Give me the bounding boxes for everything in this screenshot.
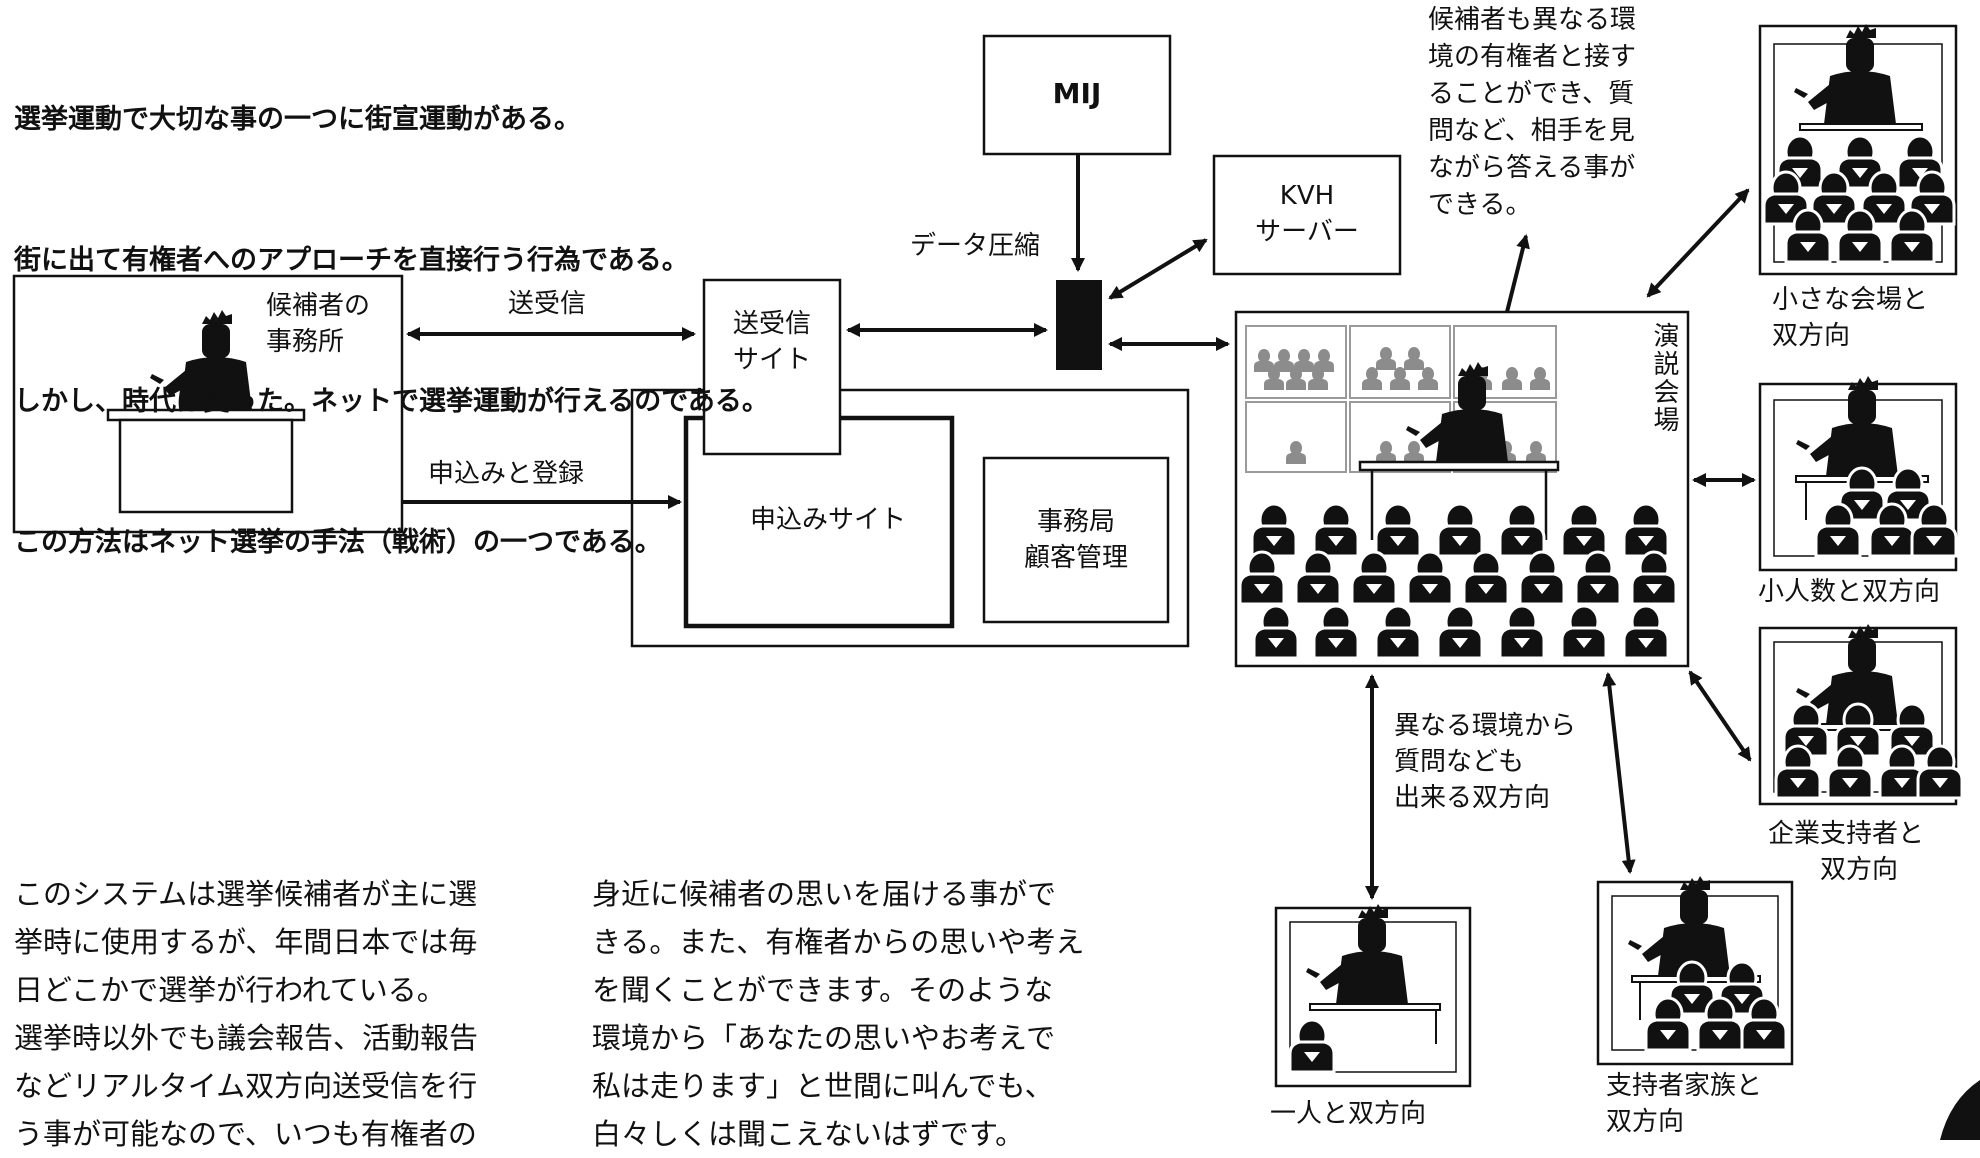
corporate-label: 企業支持者と 双方向 — [1768, 819, 1925, 885]
venue-corp-arrow — [1688, 670, 1752, 762]
small-venue-label: 小さな会場と 双方向 — [1772, 285, 1929, 351]
send-site-label: 送受信 サイト — [732, 309, 811, 375]
few-people-label: 小人数と双方向 — [1758, 577, 1941, 607]
small-venue-panel — [1758, 24, 1958, 276]
venue-family-arrow — [1602, 672, 1636, 874]
send-receive-arrow-label: 送受信 — [508, 289, 587, 319]
intro-line: しかし、時代は変った。ネットで選挙運動が行えるのである。 — [14, 386, 769, 417]
mij-label: MIJ — [1052, 77, 1102, 110]
candidate-speaker-icon — [106, 310, 306, 514]
candidate-office-box — [12, 274, 404, 534]
one-person-label: 一人と双方向 — [1270, 1099, 1427, 1129]
kvh-label: KVH サーバー — [1255, 181, 1359, 247]
body-text-right: 身近に候補者の思いを届ける事がで きる。また、有権者からの思いや考え を聞くこと… — [592, 877, 1085, 1151]
apply-site-label: 申込みサイト — [750, 505, 907, 535]
compression-hub — [1056, 280, 1102, 370]
question-label: 異なる環境から 質問なども 出来る双方向 — [1394, 711, 1577, 813]
venue-label: 演説会場 — [1649, 322, 1679, 434]
corporate-panel — [1758, 624, 1964, 806]
family-panel — [1596, 876, 1794, 1066]
corner-brush-mark — [1940, 1080, 1980, 1140]
intro-line: 選挙運動で大切な事の一つに街宣運動がある。 — [14, 104, 581, 135]
one-person-panel — [1274, 904, 1472, 1088]
intro-line: この方法はネット選挙の手法（戦術）の一つである。 — [14, 527, 662, 558]
apply-arrow-label: 申込みと登録 — [428, 459, 585, 489]
send-site-box — [702, 278, 842, 456]
secretariat-box — [982, 456, 1170, 624]
family-label: 支持者家族と 双方向 — [1606, 1071, 1763, 1137]
body-text-left: このシステムは選挙候補者が主に選 挙時に使用するが、年間日本では毎 日どこかで選… — [14, 877, 479, 1151]
intro-line: 街に出て有権者へのアプローチを直接行う行為である。 — [14, 245, 689, 276]
data-compression-label: データ圧縮 — [910, 231, 1041, 261]
venue-small-arrow — [1646, 188, 1750, 298]
office-label: 候補者の 事務所 — [266, 291, 371, 357]
hub-kvh-arrow — [1108, 238, 1208, 300]
few-people-panel — [1758, 376, 1958, 572]
main-venue — [1234, 310, 1690, 668]
mij-box — [982, 34, 1172, 156]
intro-text: 選挙運動で大切な事の一つに街宣運動がある。 街に出て有権者へのアプローチを直接行… — [14, 2, 769, 613]
candidate-note: 候補者も異なる環 境の有権者と接す ることができ、質 問など、相手を見 ながら答… — [1428, 5, 1637, 220]
flow-arrows — [402, 154, 1756, 900]
kvh-box — [1212, 154, 1402, 276]
secretariat-label: 事務局 顧客管理 — [1023, 507, 1128, 573]
venue-speaker-icon — [1358, 362, 1560, 540]
